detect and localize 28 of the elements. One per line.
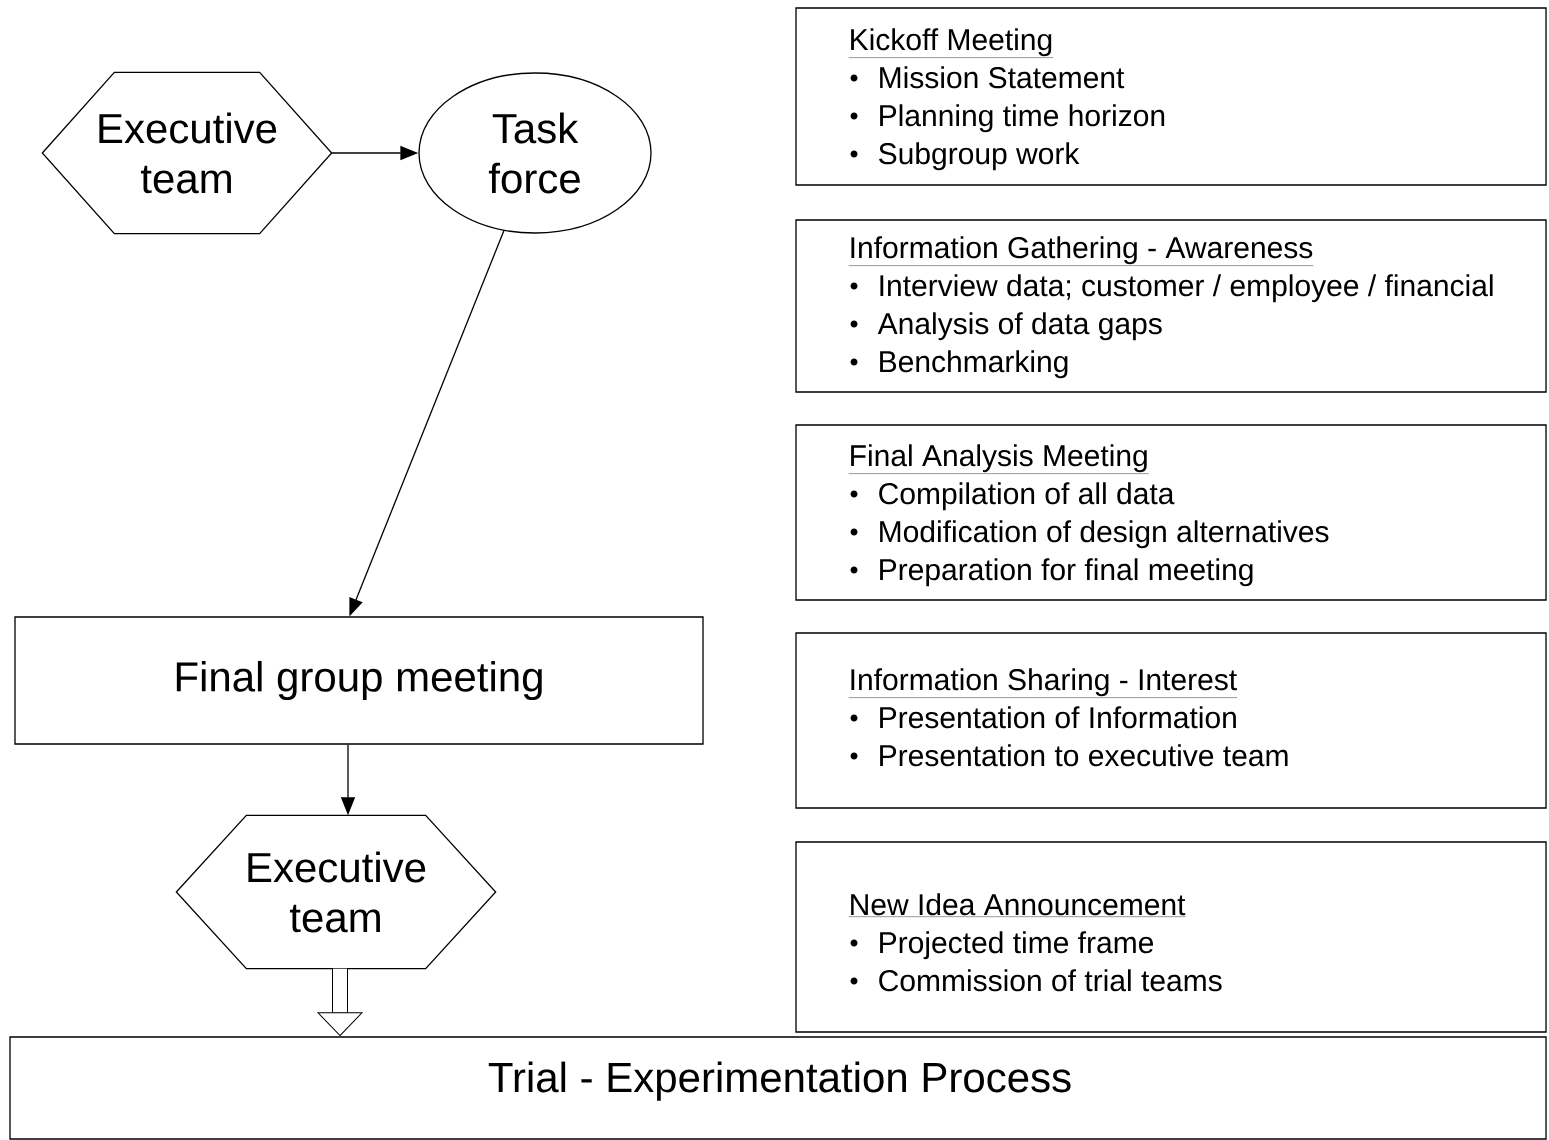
heading: Information Gathering - Awareness xyxy=(848,236,1314,266)
process-box: Final group meeting xyxy=(14,616,704,745)
heading: Kickoff Meeting xyxy=(848,28,1054,58)
hexagon: Executive team xyxy=(41,71,333,235)
heading: Final Analysis Meeting xyxy=(848,444,1149,474)
bullet-item: Preparation for final meeting xyxy=(850,558,1253,587)
bullet-item: Presentation of Information xyxy=(850,706,1236,729)
bullet-item: Planning time horizon xyxy=(850,104,1165,133)
bullet-item: Interview data; customer / employee / financial xyxy=(850,274,1493,303)
text-box xyxy=(795,841,1547,1033)
text-box xyxy=(795,219,1547,393)
text-box xyxy=(795,7,1547,186)
bullet-item: Modification of design alternatives xyxy=(850,520,1329,549)
process-box: Trial - Experimentation Process xyxy=(9,1036,1547,1140)
bullet-item: Analysis of data gaps xyxy=(850,312,1162,341)
text-box xyxy=(795,424,1547,601)
bullet-item: Compilation of all data xyxy=(850,482,1175,511)
bullet-item: Commission of trial teams xyxy=(850,969,1222,992)
bullet-item: Projected time frame xyxy=(850,931,1154,960)
text-box xyxy=(795,632,1547,809)
hexagon: Executive team xyxy=(175,814,497,970)
bullet-item: Subgroup work xyxy=(850,142,1080,171)
block-arrow xyxy=(317,968,363,1037)
bullet-item: Benchmarking xyxy=(850,350,1068,379)
bullet-item: Presentation to executive team xyxy=(850,744,1288,767)
bullet-item: Mission Statement xyxy=(850,66,1125,89)
heading: New Idea Announcement xyxy=(848,893,1186,917)
heading: Information Sharing - Interest xyxy=(848,668,1238,698)
